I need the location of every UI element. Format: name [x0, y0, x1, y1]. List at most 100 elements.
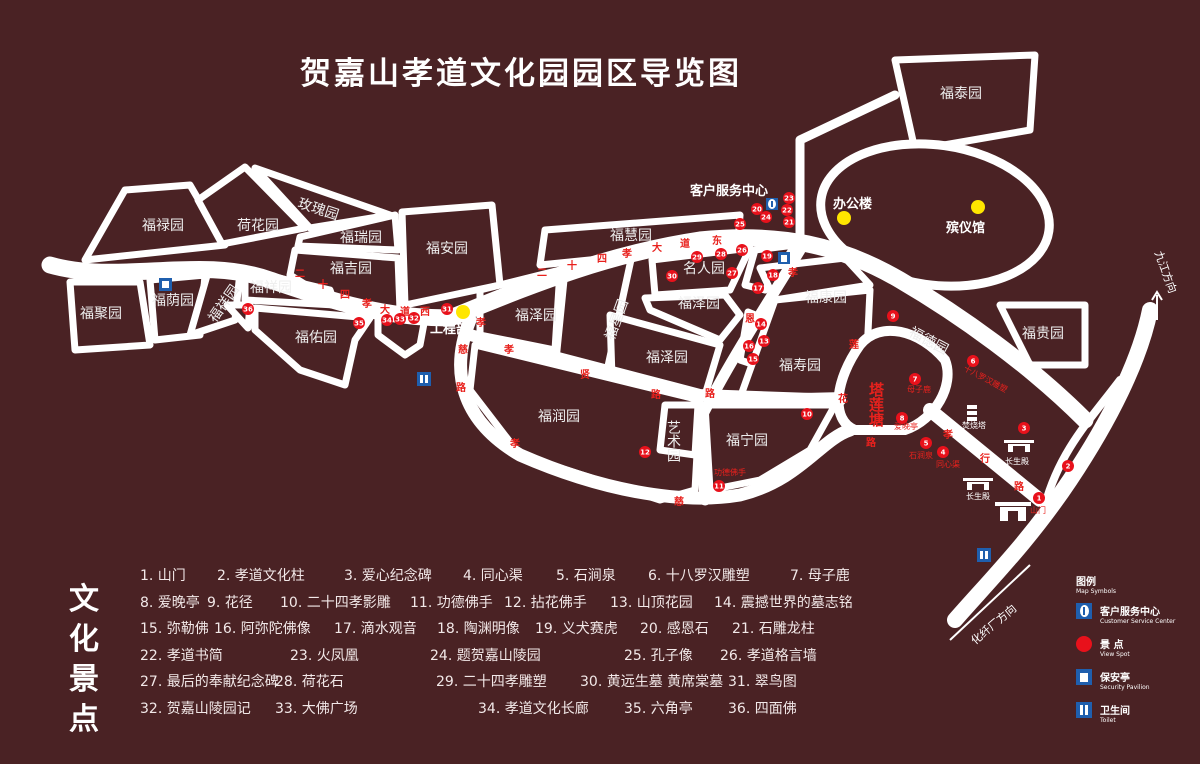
view-spot-marker[interactable]: 19: [761, 250, 773, 262]
view-spot-marker[interactable]: 6: [967, 355, 979, 367]
view-spot-marker[interactable]: 10: [801, 408, 813, 420]
security-pavilion-icon[interactable]: [778, 252, 790, 264]
view-spot-marker[interactable]: 24: [760, 211, 772, 223]
view-spot-marker[interactable]: 31: [441, 303, 453, 315]
garden-label: 福康园: [805, 289, 847, 306]
view-spot-icon: [920, 437, 932, 449]
spot-list-item: 11. 功德佛手: [410, 594, 493, 611]
road-north[interactable]: [795, 90, 900, 250]
view-spot-marker[interactable]: 11: [713, 480, 725, 492]
block-meigui[interactable]: [251, 164, 394, 232]
road-char: 孝: [621, 247, 632, 260]
direction-jiujiang: 九江方向: [1152, 249, 1180, 295]
spot-markers: 1234567891011121314151617181920212223242…: [242, 192, 1074, 504]
legend-label: 景 点: [1100, 640, 1124, 651]
view-spot-marker[interactable]: 17: [752, 282, 764, 294]
spot-number: 33: [395, 316, 405, 324]
legend-label-en: Toilet: [1100, 717, 1116, 724]
view-spot-marker[interactable]: 5: [920, 437, 932, 449]
view-spot-marker[interactable]: 21: [783, 216, 795, 228]
block-furui[interactable]: [294, 211, 402, 254]
block-fugui[interactable]: [996, 301, 1089, 369]
view-spot-marker[interactable]: 29: [691, 251, 703, 263]
spot-list-item: 34. 孝道文化长廊: [478, 700, 589, 717]
hall-icon: [963, 478, 993, 490]
view-spot-marker[interactable]: 13: [758, 335, 770, 347]
road-xiaoci[interactable]: [454, 313, 857, 505]
view-spot-marker[interactable]: 23: [783, 192, 795, 204]
spot-number: 11: [714, 483, 724, 491]
view-spot-icon: [909, 373, 921, 385]
spot-list-item: 28. 荷花石: [275, 674, 344, 690]
road-huaxian-direction[interactable]: [947, 302, 1158, 628]
road-xiaoen[interactable]: [694, 244, 806, 506]
view-spot-marker[interactable]: 2: [1062, 460, 1074, 472]
view-spot-marker[interactable]: 28: [715, 248, 727, 260]
view-spot-marker[interactable]: 14: [755, 318, 767, 330]
toilet-icon: [1076, 702, 1092, 718]
view-spot-icon: [734, 218, 746, 230]
view-spot-marker[interactable]: 27: [726, 267, 738, 279]
road-xiaoxing[interactable]: [923, 403, 1047, 507]
spot-list-item: 17. 滴水观音: [334, 621, 417, 637]
view-spot-icon: [937, 446, 949, 458]
block-hehua[interactable]: [194, 163, 309, 248]
view-spot-marker[interactable]: 26: [736, 244, 748, 256]
view-spot-marker[interactable]: 32: [408, 312, 420, 324]
view-spot-marker[interactable]: 30: [666, 270, 678, 282]
road-char: 慈: [674, 495, 684, 508]
block-office-area[interactable]: [811, 130, 1058, 301]
view-spot-marker[interactable]: 20: [751, 203, 763, 215]
block-fuze2[interactable]: [641, 291, 744, 344]
security-pavilion-icon[interactable]: [159, 278, 172, 291]
block-fuju[interactable]: [66, 278, 154, 354]
spot-list-item: 32. 贺嘉山陵园记: [140, 700, 251, 717]
spot-number: 4: [941, 449, 946, 457]
road-east[interactable]: [1041, 376, 1124, 509]
view-spot-marker[interactable]: 22: [781, 204, 793, 216]
road-char: 大: [652, 241, 662, 254]
view-spot-marker[interactable]: 12: [639, 446, 651, 458]
view-spot-marker[interactable]: 18: [767, 269, 779, 281]
spot-list-item: 35. 六角亭: [624, 700, 693, 717]
view-spot-marker[interactable]: 16: [743, 340, 755, 352]
view-spot-marker[interactable]: 34: [381, 314, 393, 326]
view-spot-marker[interactable]: 3: [1018, 422, 1030, 434]
block-futai[interactable]: [891, 51, 1039, 154]
view-spot-marker[interactable]: 25: [734, 218, 746, 230]
road-xiaoxian[interactable]: [464, 329, 846, 406]
spot-list-item: 19. 义犬赛虎: [535, 621, 618, 637]
road-char: 路: [705, 387, 716, 400]
road-char: 二: [295, 268, 305, 280]
view-spot-marker[interactable]: 9: [887, 310, 899, 322]
view-spot-marker[interactable]: 4: [937, 446, 949, 458]
view-spot-marker[interactable]: 35: [353, 317, 365, 329]
garden-label: 福吉园: [330, 261, 372, 277]
block-fuyou[interactable]: [251, 304, 374, 389]
road-char: 恩: [745, 313, 755, 325]
view-spot-marker[interactable]: 33: [394, 313, 406, 325]
view-spot-marker[interactable]: 8: [896, 412, 908, 424]
garden-label: 福泽园: [515, 308, 557, 324]
spot-number: 2: [1066, 463, 1071, 471]
spot-list-item: 33. 大佛广场: [275, 700, 358, 717]
info-icon[interactable]: [766, 198, 778, 210]
road-char: 西: [420, 306, 430, 318]
view-spot-icon: [639, 446, 651, 458]
toilet-icon[interactable]: [977, 548, 991, 562]
view-spot-marker[interactable]: 7: [909, 373, 921, 385]
view-spot-icon: [691, 251, 703, 263]
legend-title: 图例: [1076, 577, 1096, 588]
garden-label: 荷花园: [237, 218, 279, 234]
spot-label: 爱晚亭: [894, 421, 918, 431]
block-fulu[interactable]: [81, 181, 229, 264]
road-24xiao-avenue[interactable]: [41, 229, 1094, 429]
view-spot-marker[interactable]: 15: [747, 353, 759, 365]
toilet-icon[interactable]: [417, 372, 431, 386]
view-spot-marker[interactable]: 1: [1033, 492, 1045, 504]
view-spot-icon: [394, 313, 406, 325]
view-spot-marker[interactable]: 36: [242, 303, 254, 315]
spot-list-item: 7. 母子鹿: [790, 568, 850, 584]
block-yishu[interactable]: [656, 401, 702, 459]
